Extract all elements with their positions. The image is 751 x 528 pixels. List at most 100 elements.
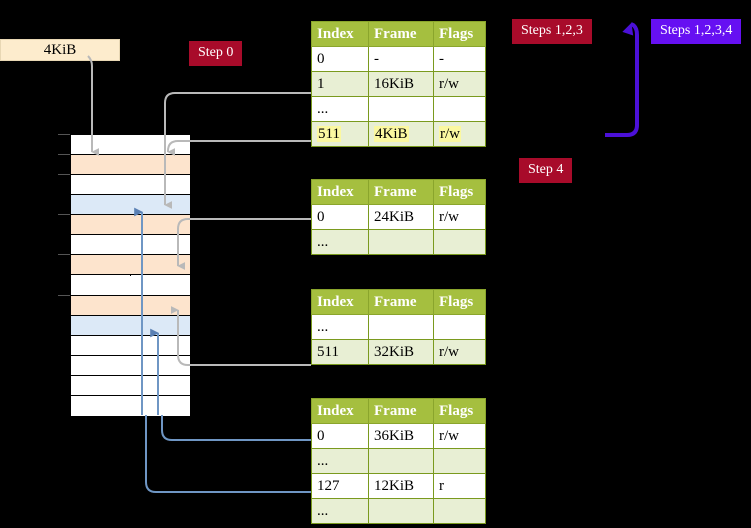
memory-frame-row	[71, 155, 190, 176]
table-cell: ...	[311, 448, 369, 474]
column-header-index: Index	[311, 289, 369, 315]
table-cell: r/w	[433, 204, 486, 230]
table-row: 511 4KiB r/w	[311, 121, 486, 147]
table-cell: 16KiB	[368, 71, 434, 97]
table-cell: ...	[311, 229, 369, 255]
memory-frame-row	[71, 255, 190, 276]
connector-frame-to-pt-127	[145, 415, 311, 493]
memory-frame-row	[71, 355, 190, 376]
table-cell	[368, 229, 434, 255]
column-header-frame: Frame	[368, 398, 434, 424]
table-cell: 12KiB	[368, 473, 434, 499]
column-header-index: Index	[311, 21, 369, 47]
connector-frame-to-pt-0	[161, 415, 311, 441]
memory-frame-row	[71, 215, 190, 236]
memory-frame-row	[71, 315, 190, 336]
table-cell	[368, 498, 434, 524]
table-cell: ...	[311, 314, 369, 340]
table-row: 0--	[311, 46, 486, 72]
step-0-badge: Step 0	[189, 41, 243, 66]
table-cell: 0	[311, 204, 369, 230]
memory-frame-row	[71, 175, 190, 196]
step-4-badge: Step 4	[519, 158, 573, 183]
table-cell: 4KiB	[368, 121, 434, 147]
table-cell: 1	[311, 71, 369, 97]
table-cell: 24KiB	[368, 204, 434, 230]
table-cell: 0	[311, 423, 369, 449]
table-cell	[368, 448, 434, 474]
table-row: ...	[311, 96, 486, 122]
memory-frame-row	[71, 235, 190, 256]
column-header-index: Index	[311, 398, 369, 424]
table-row: ...	[311, 498, 486, 524]
column-header-flags: Flags	[433, 398, 486, 424]
table-cell: 511	[311, 121, 369, 147]
table-cell: 32KiB	[368, 339, 434, 365]
table-cell: ...	[311, 96, 369, 122]
connector-pd-to-frame	[171, 306, 311, 366]
table-row: ...	[311, 448, 486, 474]
frame-size-label: 4KiB	[0, 39, 120, 61]
table-cell	[433, 96, 486, 122]
steps-123-label: Steps 1,2,3	[521, 23, 583, 38]
memory-frame-row	[71, 275, 190, 296]
table-cell: r/w	[433, 423, 486, 449]
table-cell: 0	[311, 46, 369, 72]
frame-size-text: 4KiB	[43, 41, 77, 58]
table-cell: r/w	[433, 339, 486, 365]
grid-tick-mark	[58, 154, 70, 156]
table-cell: r	[433, 473, 486, 499]
table-cell	[433, 498, 486, 524]
table-row: ...	[311, 229, 486, 255]
connector-pdp-to-frame	[177, 218, 311, 270]
grid-tick-mark	[58, 174, 70, 176]
table-cell: r/w	[433, 71, 486, 97]
grid-tick-mark	[58, 214, 70, 216]
table-cell	[368, 96, 434, 122]
memory-frame-row	[71, 135, 190, 156]
table-cell	[433, 448, 486, 474]
memory-frame-row	[71, 195, 190, 216]
table-cell	[433, 229, 486, 255]
highlighted-value: 511	[317, 125, 341, 142]
column-header-flags: Flags	[433, 289, 486, 315]
memory-frame-row	[71, 395, 190, 416]
table-cell: 511	[311, 339, 369, 365]
column-header-frame: Frame	[368, 289, 434, 315]
column-header-flags: Flags	[433, 21, 486, 47]
steps-1234-label: Steps 1,2,3,4	[660, 23, 733, 38]
table-cell: -	[433, 46, 486, 72]
column-header-flags: Flags	[433, 179, 486, 205]
memory-frame-row	[71, 375, 190, 396]
grid-tick-mark	[58, 254, 70, 256]
steps-1234-badge: Steps 1,2,3,4	[651, 19, 742, 44]
table-cell: -	[368, 46, 434, 72]
table-row: ...	[311, 314, 486, 340]
column-header-frame: Frame	[368, 179, 434, 205]
table-cell	[433, 314, 486, 340]
table-cell: r/w	[433, 121, 486, 147]
physical-memory-grid	[70, 134, 191, 416]
grid-tick-mark	[58, 294, 70, 296]
step-4-label: Step 4	[528, 162, 564, 177]
table-cell	[368, 314, 434, 340]
memory-frame-row	[71, 335, 190, 356]
highlighted-value: r/w	[439, 125, 461, 142]
table-cell: ...	[311, 498, 369, 524]
table-cell: 36KiB	[368, 423, 434, 449]
memory-frame-row	[71, 295, 190, 316]
highlighted-value: 4KiB	[374, 125, 409, 142]
column-header-frame: Frame	[368, 21, 434, 47]
grid-tick-mark	[58, 134, 70, 135]
table-cell: 127	[311, 473, 369, 499]
